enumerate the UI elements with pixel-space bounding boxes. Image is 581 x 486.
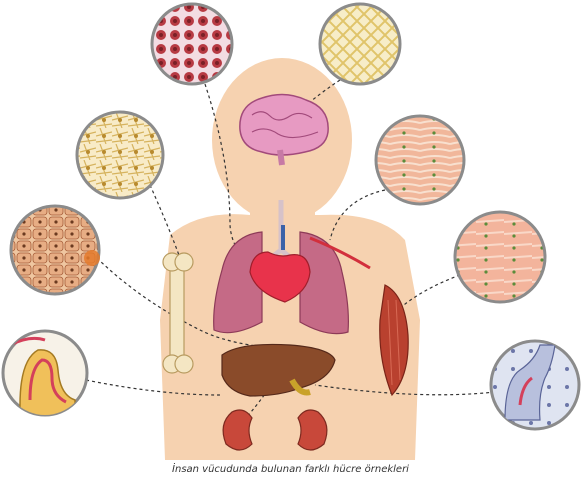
skeletal-muscle-cells-icon — [455, 212, 545, 302]
leader-line-connective — [150, 185, 180, 258]
nerve-cells-icon — [320, 4, 400, 84]
smooth-muscle-cells-icon — [376, 116, 464, 204]
kidney-cells-icon — [491, 341, 579, 429]
intestinal-cells-icon — [3, 331, 87, 420]
blood-cells-icon — [152, 4, 232, 84]
bone-cells-icon — [11, 206, 100, 294]
figure-caption: İnsan vücudunda bulunan farklı hücre örn… — [0, 464, 581, 475]
connective-tissue-icon — [77, 112, 163, 198]
